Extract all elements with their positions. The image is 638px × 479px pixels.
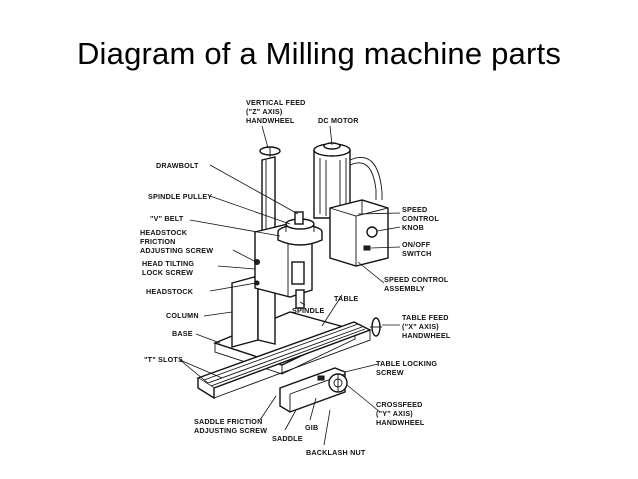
label-table: TABLE xyxy=(334,294,358,303)
label-head-tilting-1: HEAD TILTING xyxy=(142,259,194,268)
label-drawbolt: DRAWBOLT xyxy=(156,161,199,170)
label-dc-motor: DC MOTOR xyxy=(318,116,359,125)
label-vertical-feed-3: HANDWHEEL xyxy=(246,116,295,125)
t-slots xyxy=(203,323,366,387)
label-speed-control-knob-3: KNOB xyxy=(402,223,424,232)
part-labels: VERTICAL FEED ("Z" AXIS) HANDWHEEL DC MO… xyxy=(140,98,451,457)
label-saddle-friction-2: ADJUSTING SCREW xyxy=(194,426,267,435)
label-v-belt: "V" BELT xyxy=(150,214,184,223)
label-on-off-2: SWITCH xyxy=(402,249,432,258)
label-column: COLUMN xyxy=(166,311,199,320)
label-speed-control-assembly-2: ASSEMBLY xyxy=(384,284,425,293)
label-head-tilting-2: LOCK SCREW xyxy=(142,268,193,277)
label-crossfeed-3: HANDWHEEL xyxy=(376,418,425,427)
label-vertical-feed-1: VERTICAL FEED xyxy=(246,98,306,107)
label-headstock-friction-3: ADJUSTING SCREW xyxy=(140,246,213,255)
on-off-switch xyxy=(363,245,371,251)
machine-illustration xyxy=(196,142,389,413)
label-saddle: SADDLE xyxy=(272,434,303,443)
label-table-locking-1: TABLE LOCKING xyxy=(376,359,437,368)
label-table-locking-2: SCREW xyxy=(376,368,404,377)
label-speed-control-knob-1: SPEED xyxy=(402,205,427,214)
label-headstock-friction-2: FRICTION xyxy=(140,237,176,246)
label-saddle-friction-1: SADDLE FRICTION xyxy=(194,417,262,426)
label-spindle: SPINDLE xyxy=(292,306,325,315)
label-crossfeed-2: ("Y" AXIS) xyxy=(376,409,413,418)
speed-control-knob xyxy=(366,226,378,238)
page-title: Diagram of a Milling machine parts xyxy=(76,36,562,71)
label-spindle-pulley: SPINDLE PULLEY xyxy=(148,192,212,201)
label-gib: GIB xyxy=(305,423,318,432)
label-t-slots: "T" SLOTS xyxy=(144,355,183,364)
label-base: BASE xyxy=(172,329,193,338)
machine-saddle xyxy=(279,367,346,413)
leader-lines xyxy=(179,125,401,446)
label-vertical-feed-2: ("Z" AXIS) xyxy=(246,107,283,116)
label-backlash-nut: BACKLASH NUT xyxy=(306,448,366,457)
label-on-off-1: ON/OFF xyxy=(402,240,431,249)
label-speed-control-assembly-1: SPEED CONTROL xyxy=(384,275,449,284)
machine-spindle xyxy=(295,289,305,309)
label-table-feed-1: TABLE FEED xyxy=(402,313,449,322)
label-table-feed-3: HANDWHEEL xyxy=(402,331,451,340)
label-table-feed-2: ("X" AXIS) xyxy=(402,322,439,331)
label-headstock: HEADSTOCK xyxy=(146,287,194,296)
label-crossfeed-1: CROSSFEED xyxy=(376,400,423,409)
label-speed-control-knob-2: CONTROL xyxy=(402,214,439,223)
label-headstock-friction-1: HEADSTOCK xyxy=(140,228,188,237)
